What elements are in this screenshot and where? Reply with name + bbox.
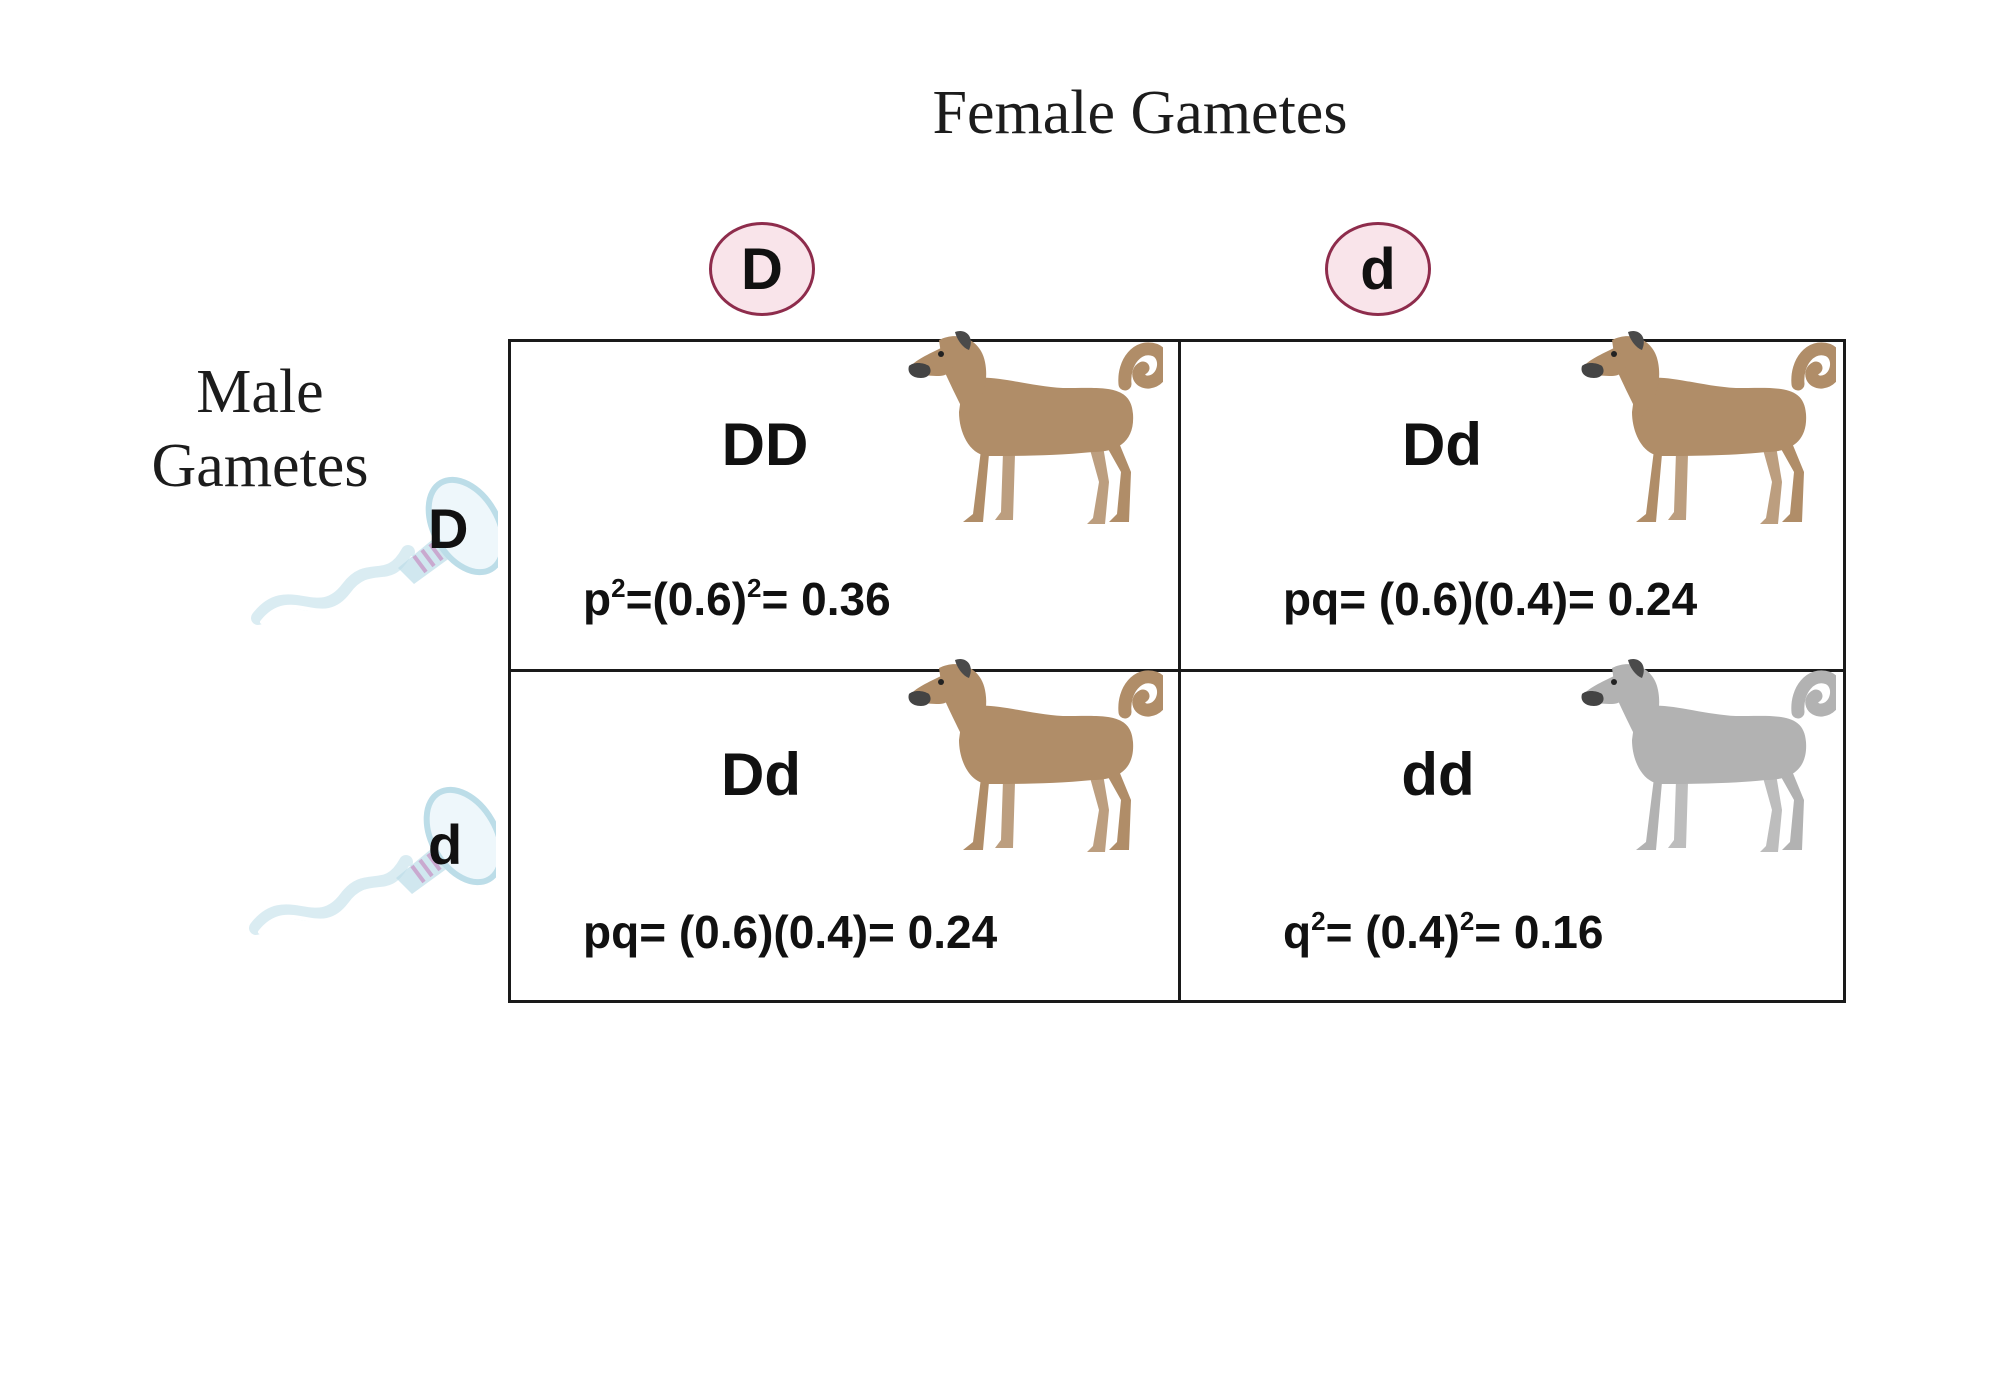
male-title-line-2: Gametes [151,432,369,500]
genotype-dd: dd [1401,741,1475,808]
female-allele-d: d [1325,222,1431,316]
gray-dog-icon [1576,650,1836,860]
male-title-line-1: Male [196,358,324,426]
male-allele-D: D [428,497,469,560]
male-gametes-title: Male Gametes [120,355,400,503]
formula-Dd-top: pq= (0.6)(0.4)= 0.24 [1283,573,1698,625]
female-gametes-title: Female Gametes [932,79,1348,147]
formula-dd: q2= (0.4)2= 0.16 [1283,906,1604,958]
genotype-Dd-bottom: Dd [721,741,801,808]
genotype-DD: DD [721,411,809,478]
tan-dog-icon [903,322,1163,532]
grid-horizontal-divider [508,669,1846,672]
tan-dog-icon [1576,322,1836,532]
genotype-Dd-top: Dd [1402,411,1482,478]
tan-dog-icon [903,650,1163,860]
female-allele-D: D [709,222,815,316]
male-allele-d: d [428,813,463,876]
formula-DD: p2=(0.6)2= 0.36 [583,573,891,625]
formula-Dd-bottom: pq= (0.6)(0.4)= 0.24 [583,906,998,958]
